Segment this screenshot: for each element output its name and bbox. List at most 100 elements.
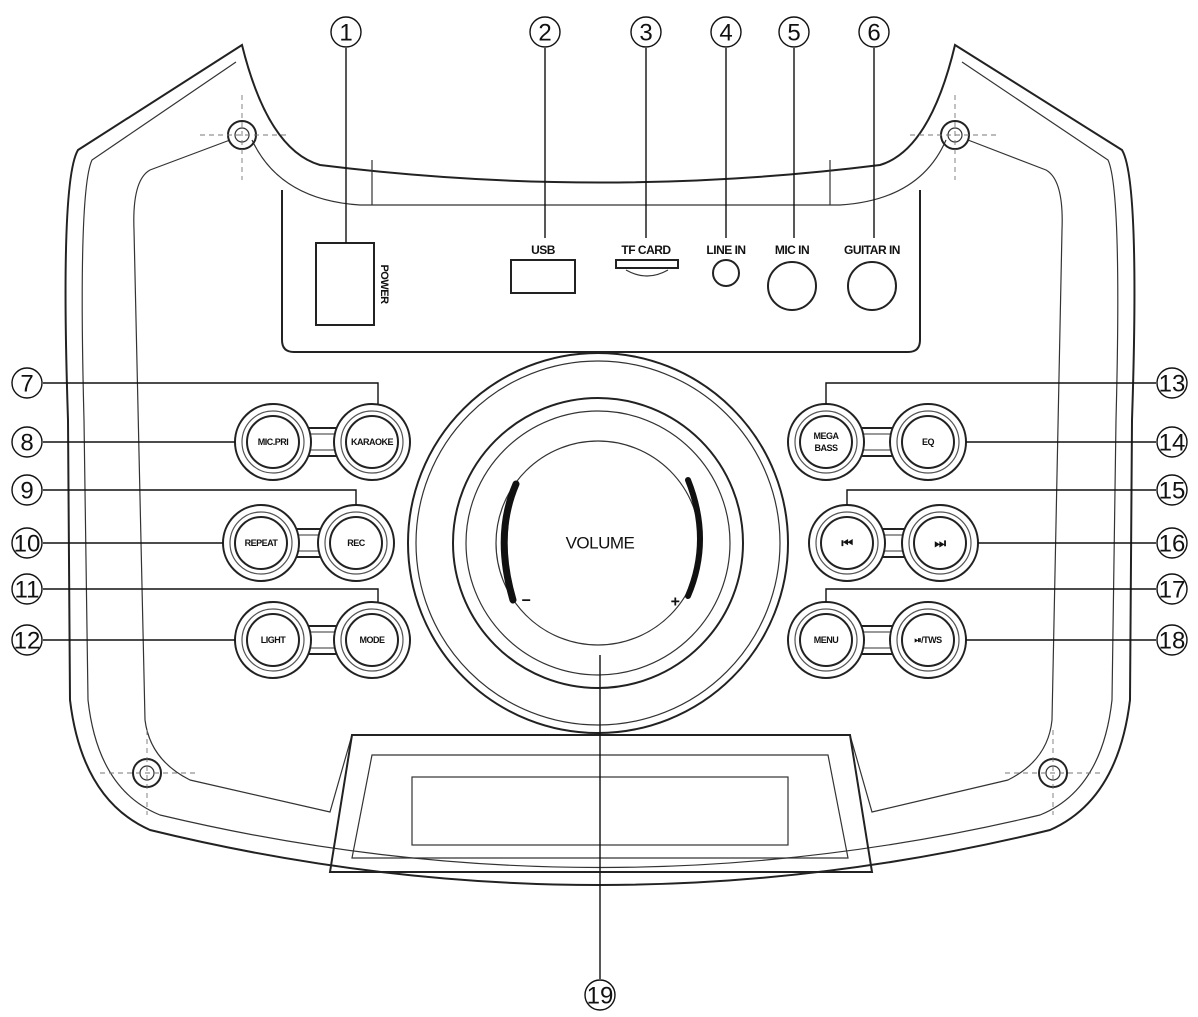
button-layer: MIC.PRI KARAOKE REPEAT REC LIGHT MODE MEGA BASS… bbox=[222, 403, 979, 679]
line-in-label: LINE IN bbox=[706, 243, 745, 257]
callout-number: 7 bbox=[20, 371, 33, 398]
callout-2: 2 bbox=[529, 16, 561, 48]
menu-label: MENU bbox=[814, 635, 839, 645]
menu-button[interactable]: MENU bbox=[787, 601, 865, 679]
callout-6: 6 bbox=[858, 16, 890, 48]
callout-number: 16 bbox=[1159, 531, 1186, 558]
callout-number: 15 bbox=[1159, 478, 1186, 505]
callout-number: 14 bbox=[1159, 430, 1186, 457]
callout-4: 4 bbox=[710, 16, 742, 48]
guitar-in-label: GUITAR IN bbox=[844, 243, 900, 257]
callout-number: 13 bbox=[1159, 371, 1186, 398]
callout-11: 11 bbox=[11, 573, 43, 605]
button-pair: REPEAT REC bbox=[222, 504, 395, 582]
callout-12: 12 bbox=[11, 624, 43, 656]
bass-label: BASS bbox=[814, 443, 838, 453]
eq-button[interactable]: EQ bbox=[889, 403, 967, 481]
power-switch[interactable] bbox=[315, 242, 375, 326]
port-panel bbox=[281, 190, 921, 353]
callout-3: 3 bbox=[630, 16, 662, 48]
eq-label: EQ bbox=[922, 437, 935, 447]
tf-card-label: TF CARD bbox=[621, 243, 671, 257]
callout-number: 11 bbox=[15, 577, 40, 604]
karaoke-button[interactable]: KARAOKE bbox=[333, 403, 411, 481]
usb-label: USB bbox=[531, 243, 556, 257]
callout-number: 1 bbox=[339, 20, 352, 47]
leader-lines bbox=[43, 48, 1156, 979]
callout-18: 18 bbox=[1156, 624, 1188, 656]
callout-16: 16 bbox=[1156, 527, 1188, 559]
leader-line bbox=[825, 588, 1156, 602]
leader-line bbox=[43, 382, 379, 404]
next-track-button[interactable]: ⏭ bbox=[901, 504, 979, 582]
screw-top-left bbox=[200, 95, 290, 180]
mic-in-jack[interactable] bbox=[767, 261, 817, 311]
callout-number: 2 bbox=[538, 20, 551, 47]
mode-label: MODE bbox=[360, 635, 385, 645]
previous-track-label: ⏮ bbox=[841, 536, 853, 551]
callout-number: 17 bbox=[1159, 577, 1186, 604]
line-in-jack[interactable] bbox=[712, 259, 740, 287]
screw-bottom-left bbox=[100, 730, 195, 815]
mic-in-label: MIC IN bbox=[775, 243, 809, 257]
volume-knob[interactable] bbox=[407, 352, 789, 734]
volume-plus-label: + bbox=[671, 594, 680, 611]
leader-line bbox=[846, 489, 1156, 505]
callout-number: 6 bbox=[867, 20, 880, 47]
callout-15: 15 bbox=[1156, 474, 1188, 506]
light-label: LIGHT bbox=[261, 635, 286, 645]
callout-number: 4 bbox=[719, 20, 732, 47]
leader-line bbox=[825, 382, 1156, 404]
button-pair: MIC.PRI KARAOKE bbox=[234, 403, 411, 481]
callout-number: 10 bbox=[14, 531, 41, 558]
mic-pri-button[interactable]: MIC.PRI bbox=[234, 403, 312, 481]
tf-card-slot[interactable] bbox=[615, 259, 679, 277]
guitar-in-jack[interactable] bbox=[847, 261, 897, 311]
button-pair: MENU ⏯/TWS bbox=[787, 601, 967, 679]
power-label: POWER bbox=[378, 264, 390, 304]
screw-top-right bbox=[910, 95, 1000, 180]
callout-8: 8 bbox=[11, 426, 43, 458]
callout-10: 10 bbox=[11, 527, 43, 559]
callout-number: 8 bbox=[20, 430, 33, 457]
mic-pri-label: MIC.PRI bbox=[258, 437, 289, 447]
previous-track-button[interactable]: ⏮ bbox=[808, 504, 886, 582]
callout-number: 9 bbox=[20, 478, 33, 505]
play-pause-tws-button[interactable]: ⏯/TWS bbox=[889, 601, 967, 679]
button-pair: LIGHT MODE bbox=[234, 601, 411, 679]
button-pair: ⏮⏭ bbox=[808, 504, 979, 582]
button-pair: MEGA BASS EQ bbox=[787, 403, 967, 481]
callout-14: 14 bbox=[1156, 426, 1188, 458]
display-window bbox=[328, 734, 874, 873]
repeat-label: REPEAT bbox=[245, 538, 279, 548]
repeat-button[interactable]: REPEAT bbox=[222, 504, 300, 582]
callout-number: 19 bbox=[587, 983, 614, 1010]
usb-port[interactable] bbox=[510, 259, 576, 294]
volume-minus-label: − bbox=[522, 593, 531, 610]
karaoke-label: KARAOKE bbox=[351, 437, 393, 447]
callout-number: 12 bbox=[14, 628, 41, 655]
callout-13: 13 bbox=[1156, 367, 1188, 399]
callout-number: 3 bbox=[639, 20, 652, 47]
callout-number: 18 bbox=[1159, 628, 1186, 655]
screw-bottom-right bbox=[1005, 730, 1100, 815]
leader-line bbox=[43, 489, 357, 505]
mega-bass-button[interactable]: MEGA BASS bbox=[787, 403, 865, 481]
light-button[interactable]: LIGHT bbox=[234, 601, 312, 679]
callout-number: 5 bbox=[787, 20, 800, 47]
callout-5: 5 bbox=[778, 16, 810, 48]
callout-17: 17 bbox=[1156, 573, 1188, 605]
play-pause-tws-label: ⏯/TWS bbox=[914, 635, 942, 645]
next-track-label: ⏭ bbox=[934, 536, 946, 551]
leader-line bbox=[43, 588, 379, 602]
volume-label: VOLUME bbox=[566, 534, 635, 553]
rec-label: REC bbox=[347, 538, 366, 548]
rec-button[interactable]: REC bbox=[317, 504, 395, 582]
callout-9: 9 bbox=[11, 474, 43, 506]
mega-label: MEGA bbox=[814, 431, 840, 441]
callout-19: 19 bbox=[584, 979, 616, 1011]
mode-button[interactable]: MODE bbox=[333, 601, 411, 679]
